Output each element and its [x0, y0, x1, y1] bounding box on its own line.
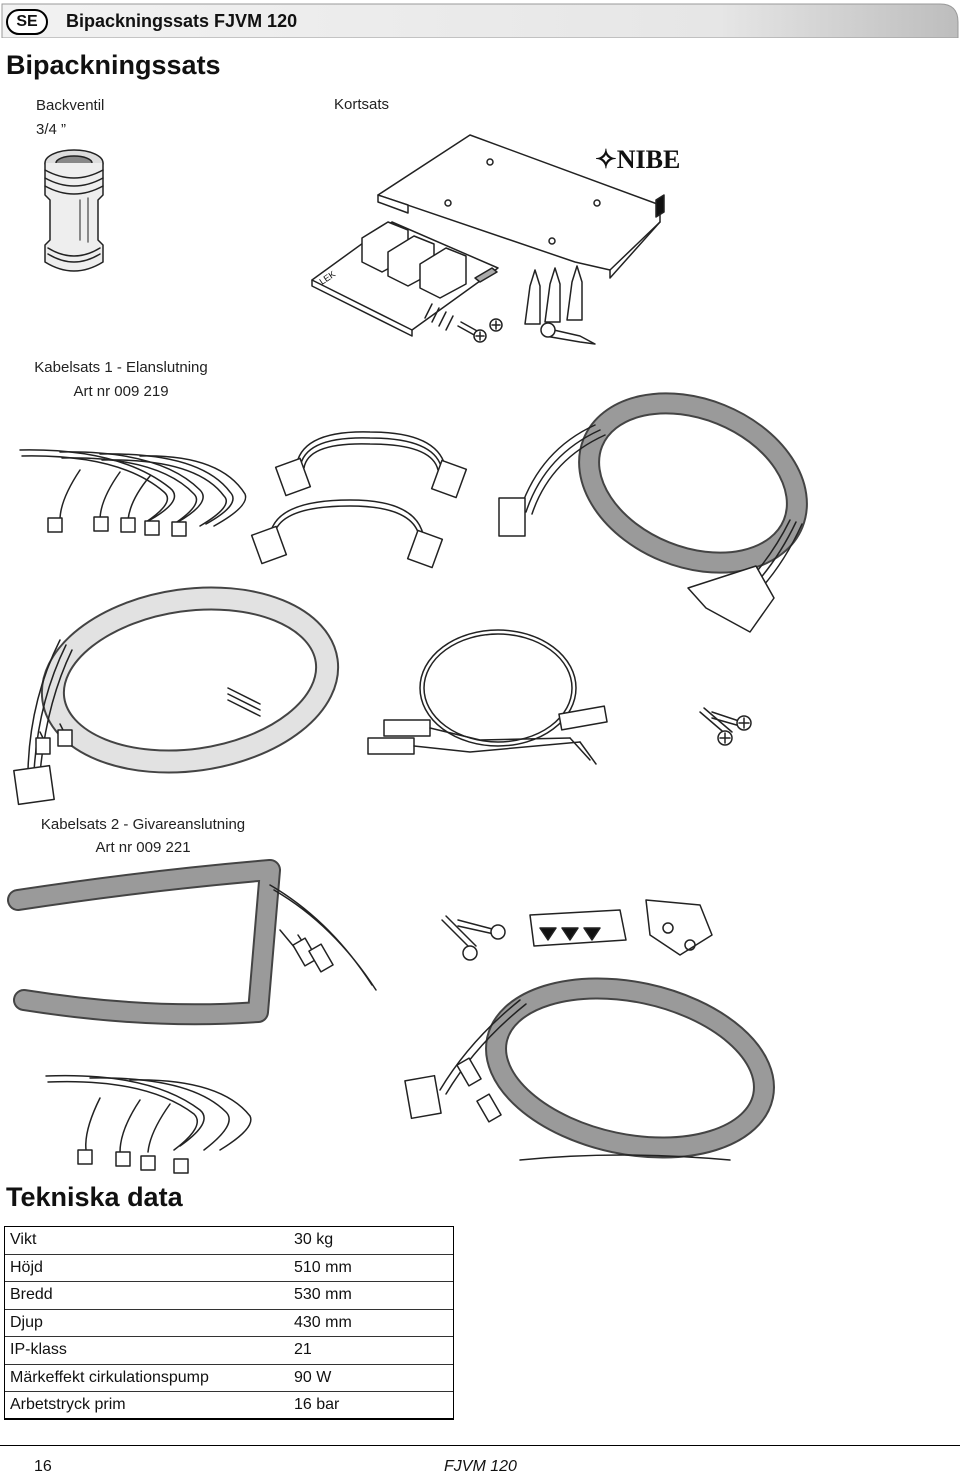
- circuit-board-bracket-illustration: ✧NIBE: [377, 134, 680, 279]
- kabelsats2-artnr: Art nr 009 221: [95, 839, 191, 856]
- screws-and-spacers-illustration: [457, 265, 596, 345]
- header-title: Bipackningssats FJVM 120: [66, 11, 298, 31]
- backventil-size: 3/4 ”: [36, 121, 67, 138]
- coiled-cable-1-illustration: [498, 392, 808, 633]
- row-value: 21: [288, 1336, 454, 1365]
- kortsats-label: Kortsats: [334, 96, 390, 113]
- page-number: 16: [34, 1458, 52, 1475]
- kabelsats1-artnr: Art nr 009 219: [73, 383, 169, 400]
- language-badge: SE: [6, 9, 48, 35]
- row-label: Höjd: [4, 1253, 288, 1282]
- tech-data-title: Tekniska data: [6, 1182, 183, 1212]
- row-value: 90 W: [288, 1363, 454, 1392]
- terminal-block-illustration: [441, 899, 713, 961]
- kabelsats1-label: Kabelsats 1 - Elanslutning: [34, 359, 208, 376]
- footer-rule: [0, 1445, 960, 1446]
- circuit-board-illustration: LEK: [311, 221, 499, 337]
- cable-ties-2-illustration: [45, 1074, 252, 1174]
- backventil-label: Backventil: [36, 97, 105, 114]
- row-value: 530 mm: [288, 1281, 454, 1310]
- row-value: 16 bar: [288, 1391, 454, 1420]
- cable-ties-1-illustration: [19, 449, 247, 537]
- row-label: Arbetstryck prim: [4, 1391, 288, 1420]
- row-label: Märkeffekt cirkulationspump: [4, 1363, 288, 1392]
- row-value: 30 kg: [288, 1226, 454, 1255]
- header-bar-shape: [1, 3, 959, 38]
- row-label: Bredd: [4, 1281, 288, 1310]
- footer-model: FJVM 120: [444, 1458, 517, 1475]
- screws-illustration: [699, 707, 752, 746]
- check-valve-illustration: [44, 149, 104, 272]
- sensor-cable-illustration: [367, 629, 608, 765]
- kabelsats2-label: Kabelsats 2 - Givareanslutning: [40, 816, 246, 833]
- page-header: SE Bipackningssats FJVM 120: [0, 2, 960, 38]
- row-label: IP-klass: [4, 1336, 288, 1365]
- kit-illustration: ✧NIBE LEK: [7, 134, 808, 1174]
- row-label: Vikt: [4, 1226, 288, 1255]
- coiled-cable-2-illustration: [13, 586, 340, 806]
- short-cables-illustration: [250, 431, 468, 569]
- row-value: 510 mm: [288, 1253, 454, 1282]
- flat-cable-illustration: [7, 859, 377, 1026]
- row-value: 430 mm: [288, 1308, 454, 1337]
- nibe-logo-icon: ✧NIBE: [595, 145, 680, 174]
- row-label: Djup: [4, 1308, 288, 1337]
- section-title: Bipackningssats: [6, 50, 221, 80]
- coiled-cable-3-illustration: [404, 977, 775, 1161]
